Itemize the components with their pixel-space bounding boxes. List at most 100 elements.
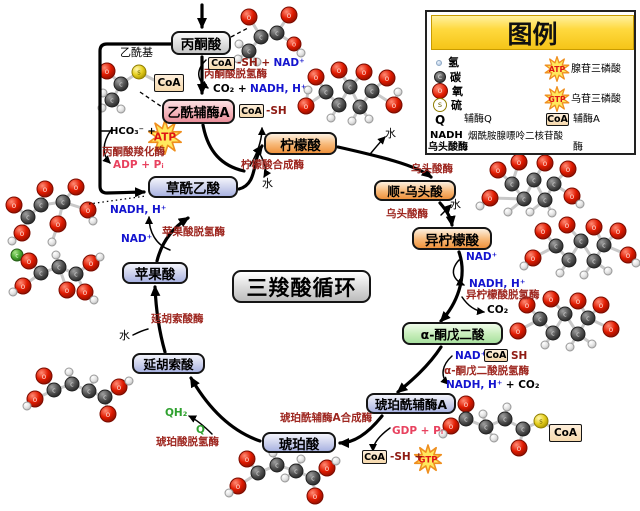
svg-text:o: o (626, 251, 631, 260)
box-malate: 苹果酸 (122, 262, 188, 284)
box-alpha-ketoglutarate: α-酮戊二酸 (402, 322, 503, 345)
svg-text:c: c (39, 202, 43, 210)
svg-text:c: c (103, 394, 107, 402)
svg-text:o: o (516, 327, 521, 336)
legend-panel: 图例 氢 c 碳 o 氧 s 硫 Q 辅酶Q NADH 烟酰胺腺嘌呤二核苷酸 乌… (425, 10, 636, 155)
svg-text:c: c (61, 199, 65, 207)
svg-text:c: c (337, 102, 341, 110)
svg-text:s: s (137, 69, 141, 77)
legend-enzyme-label: 酶 (573, 142, 583, 153)
enzyme-succinyl-coa-synthetase: 琥珀酰辅酶A合成酶 (280, 412, 373, 424)
label-water-fumarase: 水 (119, 329, 130, 342)
box-oxaloacetate: 草酰乙酸 (148, 176, 238, 198)
svg-text:o: o (517, 158, 522, 167)
gtp-star-icon: GTP (544, 86, 570, 116)
legend-coq-symbol: Q (435, 113, 446, 127)
svg-text:o: o (287, 11, 292, 20)
plus-co2-text: + CO₂ (505, 379, 540, 391)
box-cis-aconitate: 顺-乌头酸 (374, 180, 456, 201)
label-idh-co2: CO₂ (487, 304, 509, 316)
coa-chip-akg: CoA (484, 349, 508, 362)
arc-scs-gtp (369, 427, 391, 452)
enzyme-citrate-synthase: 柠檬酸合成酶 (241, 159, 304, 171)
svg-text:o: o (599, 301, 604, 310)
svg-text:o: o (541, 227, 546, 236)
arrow-pyruvate-carboxylase-bypass (98, 42, 173, 198)
box-succinyl-coa: 琥珀酰辅酶A (366, 393, 456, 414)
svg-text:c: c (503, 416, 507, 424)
legend-nadh-symbol: NADH (430, 130, 463, 141)
legend-title: 图例 (431, 15, 634, 50)
arrow-citrate-to-cisaconitate (336, 145, 433, 179)
dots-oxaloacetate-molecule (88, 195, 147, 205)
nad-text: NAD⁺ (273, 57, 305, 69)
label-pdh-in: -SH + NAD⁺ (237, 58, 305, 69)
hydrogen-atom-icon (436, 60, 442, 66)
arc-akgdh-nadh (440, 355, 453, 385)
nadh-text: NADH, H⁺ (250, 83, 307, 95)
svg-text:c: c (275, 462, 279, 470)
arc-malate-dh-nadh (145, 216, 171, 251)
sulfur-atom-icon: s (433, 98, 447, 112)
arc-sdh-qh2 (188, 415, 213, 435)
arrow-succinylcoa-to-succinate (338, 414, 384, 448)
svg-text:o: o (20, 229, 25, 238)
svg-text:o: o (570, 192, 575, 201)
svg-text:o: o (464, 400, 469, 409)
svg-text:c: c (358, 104, 362, 112)
svg-text:c: c (576, 331, 580, 339)
svg-text:o: o (86, 206, 91, 215)
svg-text:GTP: GTP (548, 95, 566, 104)
label-gtp-sh-plus: -SH + (390, 451, 424, 463)
legend-sulfur-label: 硫 (451, 99, 462, 112)
enzyme-pyruvate-dehydrogenase: 丙酮酸脱氢酶 (204, 68, 267, 80)
svg-text:c: c (348, 84, 352, 92)
svg-text:o: o (488, 194, 493, 203)
coa-chip-acetylcoa: CoA (239, 104, 264, 118)
arrow-cisaconitate-to-isocitrate (438, 201, 456, 227)
svg-text:c: c (563, 311, 567, 319)
arc-coa-release (249, 127, 266, 167)
svg-text:c: c (521, 426, 525, 434)
legend-atp-label: 腺苷三磷酸 (571, 64, 621, 75)
nadh-text: NADH, H⁺ (446, 379, 503, 391)
svg-text:c: c (602, 242, 606, 250)
enzyme-succinate-dehydrogenase: 琥珀酸脱氢酶 (156, 436, 219, 448)
svg-text:c: c (26, 214, 30, 222)
co2-plus-text: CO₂ + (213, 83, 247, 95)
svg-text:c: c (370, 88, 374, 96)
svg-text:o: o (549, 295, 554, 304)
svg-text:o: o (325, 464, 330, 473)
svg-text:o: o (543, 159, 548, 168)
enzyme-aconitase-1: 乌头酸酶 (411, 163, 453, 175)
svg-text:c: c (554, 243, 558, 251)
svg-text:c: c (87, 388, 91, 396)
legend-gtp-label: 乌苷三磷酸 (571, 94, 621, 105)
svg-text:o: o (531, 254, 536, 263)
svg-text:c: c (579, 238, 583, 246)
svg-text:c: c (538, 316, 542, 324)
arrow-malate-to-oxaloacetate (155, 216, 190, 263)
arrow-akg-to-succinylcoa (396, 345, 443, 394)
label-adp-pi: ADP + Pᵢ (113, 159, 164, 171)
arrow-isocitrate-to-akg (439, 250, 464, 323)
enzyme-fumarase: 延胡索酸酶 (151, 313, 204, 325)
svg-text:o: o (105, 67, 110, 76)
sh-plus-text: -SH + (237, 57, 271, 69)
svg-text:o: o (313, 492, 318, 501)
svg-text:o: o (33, 395, 38, 404)
label-mdh-nadh: NADH, H⁺ (110, 204, 167, 216)
arc-idh-co2 (461, 296, 485, 316)
label-q: Q (196, 424, 205, 436)
svg-text:o: o (576, 297, 581, 306)
label-idh-nad: NAD⁺ (466, 251, 498, 263)
svg-text:o: o (74, 183, 79, 192)
